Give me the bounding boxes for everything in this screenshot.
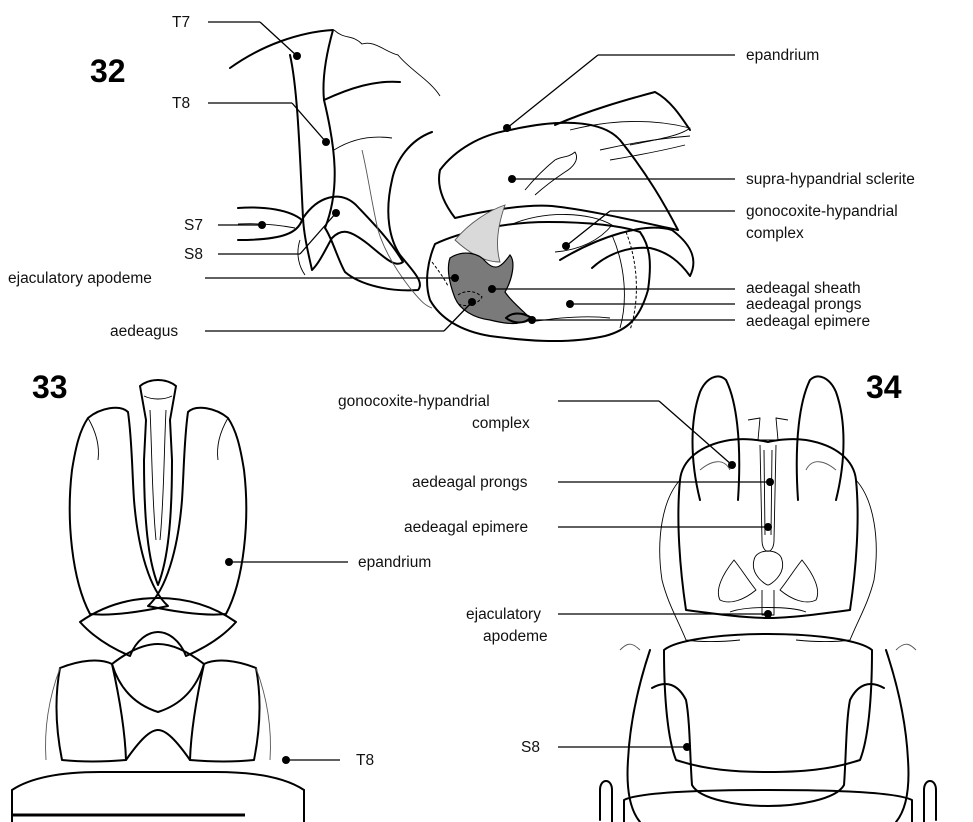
label-gonocoxite-hypandrial: gonocoxite-hypandrial: [746, 203, 898, 220]
label-aedeagal-sheath: aedeagal sheath: [746, 280, 861, 297]
fig32-drawing: [230, 30, 693, 341]
fig32-supra-hypandrial-sclerite: [525, 152, 577, 195]
figure-number-33: 33: [32, 369, 68, 405]
label-s8: S8: [184, 246, 203, 263]
label-gonocoxite-hypandrial-complex: complex: [746, 225, 804, 242]
label-ejaculatory-apodeme: ejaculatory apodeme: [8, 270, 152, 287]
label-fig34-complex: complex: [472, 415, 530, 432]
label-fig33-t8: T8: [356, 752, 374, 769]
fig33-epandrium-right: [148, 408, 246, 615]
figure-number-32: 32: [90, 53, 126, 89]
label-supra-hypandrial-sclerite: supra-hypandrial sclerite: [746, 171, 915, 188]
label-aedeagus: aedeagus: [110, 323, 178, 340]
figure-33: 33 epa: [12, 369, 431, 822]
fig33-drawing: [12, 380, 304, 822]
label-fig34-ejaculatory: ejaculatory: [466, 606, 541, 623]
figure-32: 32: [8, 14, 915, 341]
fig33-leaders: [225, 558, 348, 764]
label-aedeagal-prongs: aedeagal prongs: [746, 296, 862, 313]
fig34-aedeagal-prongs: [760, 445, 776, 551]
figure-number-34: 34: [866, 369, 902, 405]
fig32-tergite-7: [230, 30, 333, 100]
label-fig34-s8: S8: [521, 739, 540, 756]
fig33-central-plate: [140, 380, 176, 585]
label-epandrium: epandrium: [746, 47, 819, 64]
label-t8: T8: [172, 95, 190, 112]
fig34-process-right: [797, 376, 844, 500]
label-fig34-aedeagal-prongs: aedeagal prongs: [412, 474, 528, 491]
fig33-epandrium-left: [70, 408, 168, 615]
label-fig34-apodeme: apodeme: [483, 628, 548, 645]
label-t7: T7: [172, 14, 190, 31]
fig33-arch: [80, 598, 236, 656]
label-fig33-epandrium: epandrium: [358, 554, 431, 571]
fig32-tergite-8: [324, 100, 432, 290]
label-fig34-gonocoxite-hypandrial: gonocoxite-hypandrial: [338, 393, 490, 410]
label-fig34-aedeagal-epimere: aedeagal epimere: [404, 519, 528, 536]
label-aedeagal-epimere: aedeagal epimere: [746, 313, 870, 330]
figure-34: 34: [338, 369, 936, 822]
label-s7: S7: [184, 217, 203, 234]
fig34-drawing: [600, 376, 936, 822]
